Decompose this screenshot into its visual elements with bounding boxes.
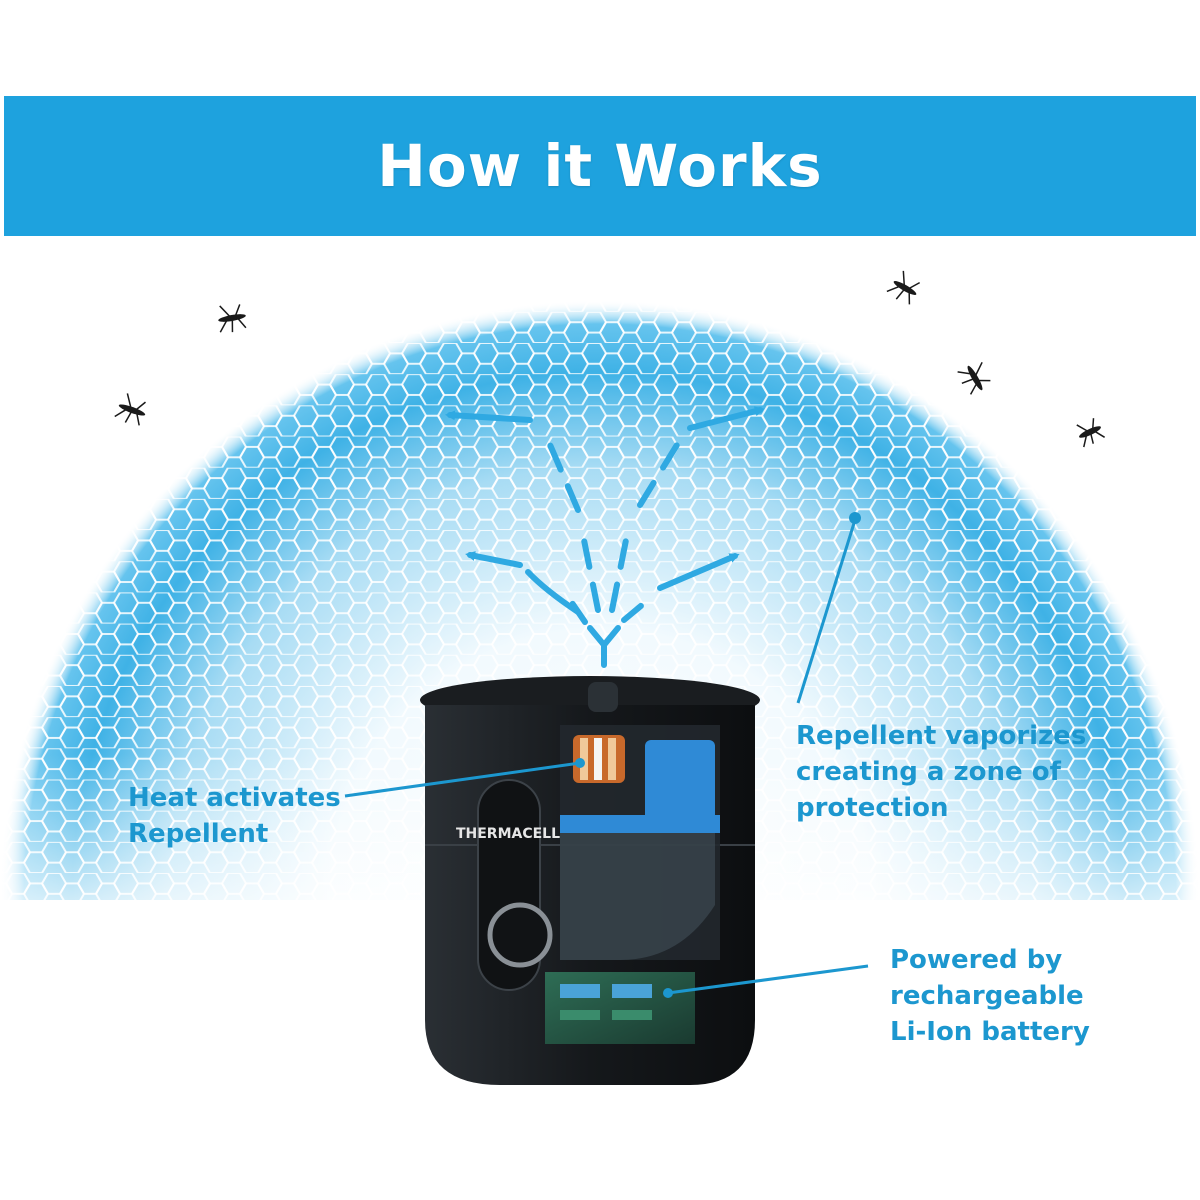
repeller-device: [420, 676, 760, 1085]
callout-power-line-3: Li-Ion battery: [890, 1014, 1090, 1050]
callout-powered-by: Powered by rechargeable Li-Ion battery: [890, 942, 1090, 1050]
callout-vapor-line-2: creating a zone of: [796, 754, 1086, 790]
mosquito-icon: [956, 359, 994, 397]
battery-pcb: [545, 972, 695, 1044]
brand-logo: THERMACELL: [456, 826, 560, 842]
callout-heat-activates: Heat activates Repellent: [128, 780, 341, 852]
callout-vapor-line-1: Repellent vaporizes: [796, 718, 1086, 754]
mosquito-icon: [114, 392, 150, 428]
power-button-icon: [490, 905, 550, 965]
callout-heat-line-1: Heat activates: [128, 780, 341, 816]
mosquito-icon: [1074, 416, 1106, 448]
callout-power-line-1: Powered by: [890, 942, 1090, 978]
callout-repellent-vaporizes: Repellent vaporizes creating a zone of p…: [796, 718, 1086, 826]
mosquito-icon: [216, 302, 248, 334]
mosquito-icon: [886, 269, 923, 307]
callout-heat-line-2: Repellent: [128, 816, 341, 852]
callout-power-line-2: rechargeable: [890, 978, 1090, 1014]
callout-vapor-line-3: protection: [796, 790, 1086, 826]
